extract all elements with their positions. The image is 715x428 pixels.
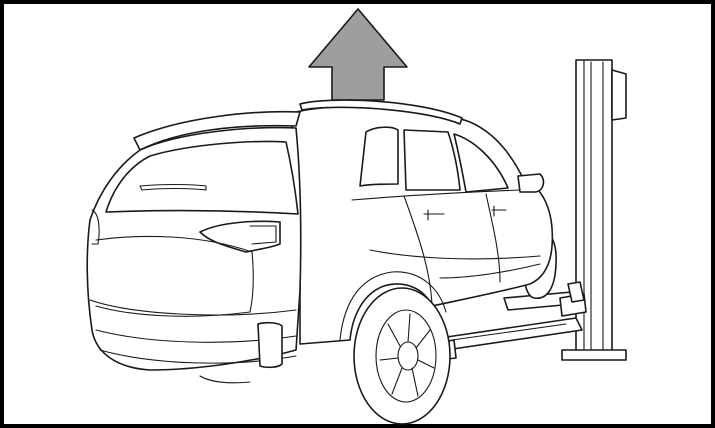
lift-up-arrow-icon <box>308 8 408 101</box>
suv-vehicle <box>86 99 557 425</box>
lift-arm <box>435 281 587 361</box>
side-window-middle <box>403 129 461 191</box>
lift-post <box>561 59 627 361</box>
rear-window <box>105 140 299 215</box>
wheel-arch <box>339 271 447 341</box>
side-window-rear <box>359 126 399 187</box>
side-window-front <box>453 133 509 193</box>
tail-lamp <box>199 220 281 253</box>
